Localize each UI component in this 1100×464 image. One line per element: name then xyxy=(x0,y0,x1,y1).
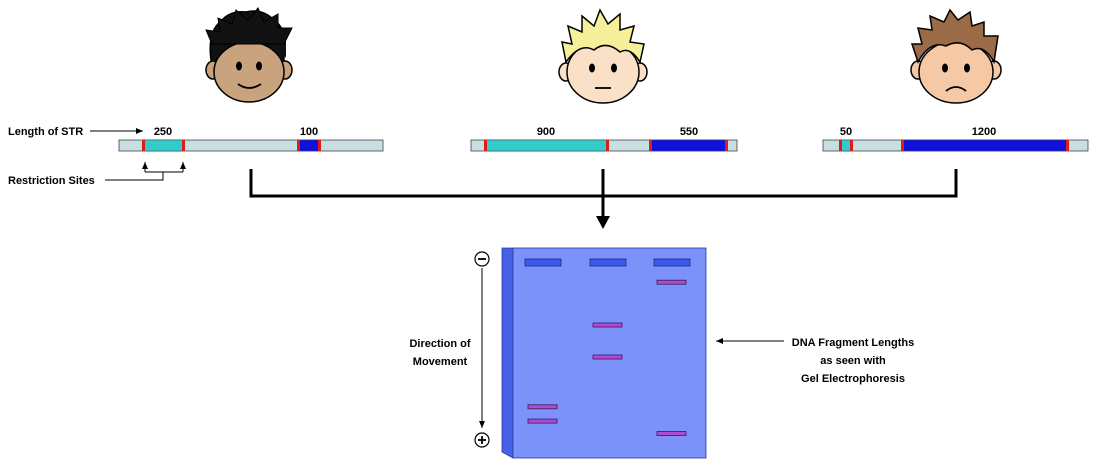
gel-wells xyxy=(524,258,691,267)
restriction-site xyxy=(484,140,487,151)
restriction-site xyxy=(606,140,609,151)
gel-slab xyxy=(501,247,707,459)
fragment-cyan xyxy=(142,139,184,152)
restriction-site xyxy=(182,140,185,151)
gel-bands xyxy=(527,279,687,436)
fragment-label: 100 xyxy=(300,126,318,138)
fragment-label: 900 xyxy=(537,126,555,138)
minus-electrode xyxy=(474,251,490,267)
connector-lines xyxy=(249,169,958,229)
restriction-site xyxy=(1066,140,1069,151)
restriction-site xyxy=(142,140,145,151)
well xyxy=(653,258,691,267)
dna-label-line3: Gel Electrophoresis xyxy=(801,373,905,385)
restriction-site xyxy=(839,140,842,151)
plus-electrode xyxy=(474,432,490,448)
person-1-face xyxy=(205,7,293,103)
gel-band xyxy=(592,322,623,328)
gel-band xyxy=(527,404,558,410)
fragment-label: 50 xyxy=(840,126,852,138)
strand-1 xyxy=(118,139,384,152)
restriction-sites-bracket xyxy=(105,162,186,181)
well xyxy=(524,258,562,267)
restriction-site xyxy=(725,140,728,151)
down-arrow-head xyxy=(596,216,610,229)
dna-label-line2: as seen with xyxy=(820,355,886,367)
fragment-blue xyxy=(649,139,727,152)
fragment-label: 250 xyxy=(154,126,172,138)
person-2-face xyxy=(558,8,648,104)
fragment-label: 1200 xyxy=(972,126,996,138)
restriction-sites-label: Restriction Sites xyxy=(8,175,95,187)
restriction-site xyxy=(649,140,652,151)
restriction-site xyxy=(318,140,321,151)
person-3-face xyxy=(910,8,1002,104)
direction-label-line2: Movement xyxy=(413,356,468,368)
fragment-cyan xyxy=(484,139,608,152)
strand-3 xyxy=(822,139,1089,152)
gel-band xyxy=(656,431,687,436)
gel-band xyxy=(656,279,687,285)
fragment-blue xyxy=(901,139,1068,152)
fragment-label: 550 xyxy=(680,126,698,138)
strand-2 xyxy=(470,139,738,152)
gel-band xyxy=(592,354,623,360)
gel-band xyxy=(527,418,558,424)
fragment-blue xyxy=(297,139,321,152)
dna-label-line1: DNA Fragment Lengths xyxy=(792,337,914,349)
direction-label-line1: Direction of xyxy=(409,338,470,350)
restriction-site xyxy=(901,140,904,151)
restriction-site xyxy=(297,140,300,151)
length-of-str-label: Length of STR xyxy=(8,126,83,138)
well xyxy=(589,258,627,267)
restriction-site xyxy=(850,140,853,151)
